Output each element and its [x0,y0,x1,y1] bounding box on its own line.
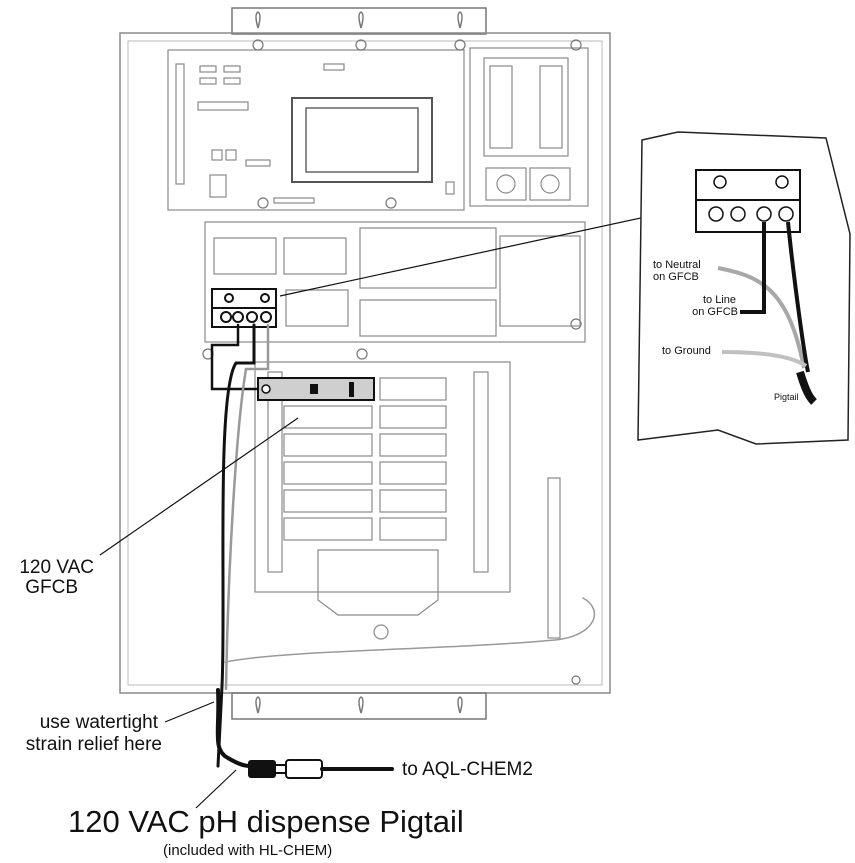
top-mounting-bracket [231,7,487,35]
to-aql-chem2-label: to AQL-CHEM2 [402,759,533,780]
strain-relief-label-line1: use watertight [39,712,158,733]
detail-neutral-line2: on GFCB [653,271,699,283]
detail-neutral-line1: to Neutral [653,259,701,271]
right-upper-module [469,47,589,207]
terminal-modules [204,221,586,343]
detail-ground: to Ground [662,345,711,357]
detail-pigtail: Pigtail [774,392,799,402]
detail-callout [637,131,851,445]
bottom-mounting-bracket [231,692,487,720]
enclosure [119,32,611,694]
gfcb-breaker [257,377,375,401]
strain-relief-label-line2: strain relief here [25,734,162,755]
gfcb-terminal-block [211,288,277,328]
detail-line-line1: to Line [702,294,736,306]
pigtail-subtitle: (included with HL-CHEM) [163,842,333,859]
detail-line-line2: on GFCB [692,306,738,318]
breaker-panel [254,361,561,640]
leader-lines [99,215,651,809]
enclosure-screws [202,39,582,685]
gfcb-label-line1: 120 VAC [19,557,94,578]
pigtail-cord [215,688,394,779]
internal-wires [210,323,595,768]
pigtail-title: 120 VAC pH dispense Pigtail [68,804,464,839]
gfcb-label-line2: GFCB [25,577,78,598]
control-board [167,49,465,211]
